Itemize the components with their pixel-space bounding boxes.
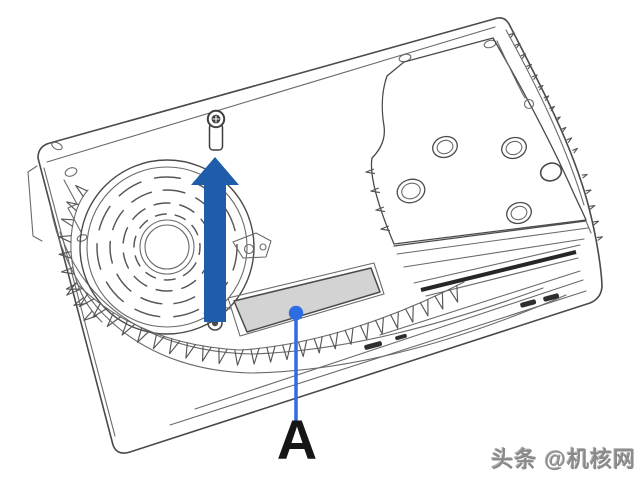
up-arrow-icon xyxy=(191,157,239,322)
callout-leader xyxy=(288,305,304,424)
drive-slot-line xyxy=(420,250,577,292)
cooling-fan xyxy=(70,159,272,335)
disc-drive-slot xyxy=(393,220,592,297)
stand-tab xyxy=(27,165,43,242)
leader-dot xyxy=(288,305,304,321)
ssd-cover-plate xyxy=(233,267,381,333)
ssd-slot-cover xyxy=(203,262,385,337)
console-outline xyxy=(27,17,603,454)
plate-holes xyxy=(396,135,563,225)
watermark-text: 头条 @机核网 xyxy=(491,447,636,472)
vent-teeth xyxy=(58,32,603,366)
screw-icon xyxy=(206,109,226,151)
heatsink-plate xyxy=(370,37,587,245)
port-dashes xyxy=(364,293,560,350)
callout-label-a: A xyxy=(276,408,318,471)
fan-bracket xyxy=(232,232,272,259)
